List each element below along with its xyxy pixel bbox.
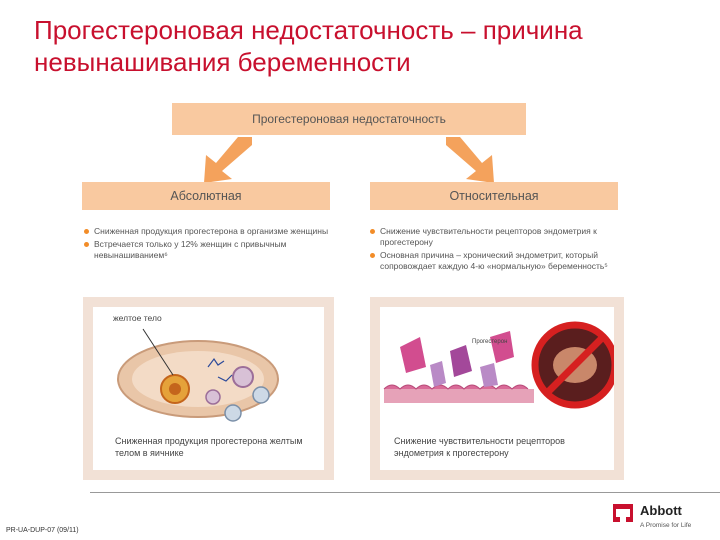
top-banner: Прогестероновая недостаточность bbox=[172, 103, 526, 135]
footer-divider bbox=[90, 492, 720, 493]
document-code: PR-UA-DUP-07 (09/11) bbox=[6, 527, 79, 534]
receptor-illustration bbox=[383, 321, 614, 409]
corpus-luteum-label: желтое тело bbox=[113, 313, 162, 323]
ovary-illustration bbox=[117, 328, 279, 422]
brand-name: Abbott bbox=[640, 503, 682, 518]
right-bullet-1: Снижение чувствительности рецепторов энд… bbox=[370, 226, 622, 248]
left-column-header: Абсолютная bbox=[82, 182, 330, 210]
left-bullet-list: Сниженная продукция прогестерона в орган… bbox=[84, 226, 334, 263]
right-bullet-list: Снижение чувствительности рецепторов энд… bbox=[370, 226, 622, 274]
left-caption: Сниженная продукция прогестерона желтым … bbox=[115, 436, 303, 458]
right-bullet-2: Основная причина – хронический эндометри… bbox=[370, 250, 622, 272]
right-image-frame: Прогестерон Снижение чувствительности ре… bbox=[380, 307, 614, 470]
right-column-header: Относительная bbox=[370, 182, 618, 210]
slide-title: Прогестероновая недостаточность – причин… bbox=[34, 15, 583, 77]
left-image-frame: желтое тело Сниженная продукция прогесте… bbox=[93, 307, 324, 470]
right-caption: Снижение чувствительности рецепторов энд… bbox=[394, 436, 565, 458]
left-bullet-2: Встречается только у 12% женщин с привыч… bbox=[84, 239, 334, 261]
brand-tagline: A Promise for Life bbox=[640, 522, 692, 529]
progesterone-label: Прогестерон bbox=[472, 339, 508, 345]
right-image-panel: Прогестерон Снижение чувствительности ре… bbox=[370, 297, 624, 480]
left-bullet-1: Сниженная продукция прогестерона в орган… bbox=[84, 226, 334, 237]
arrow-left-down-icon bbox=[204, 137, 252, 183]
left-image-panel: желтое тело Сниженная продукция прогесте… bbox=[83, 297, 334, 480]
arrow-right-down-icon bbox=[446, 137, 494, 183]
abbott-logo-icon bbox=[613, 504, 633, 522]
